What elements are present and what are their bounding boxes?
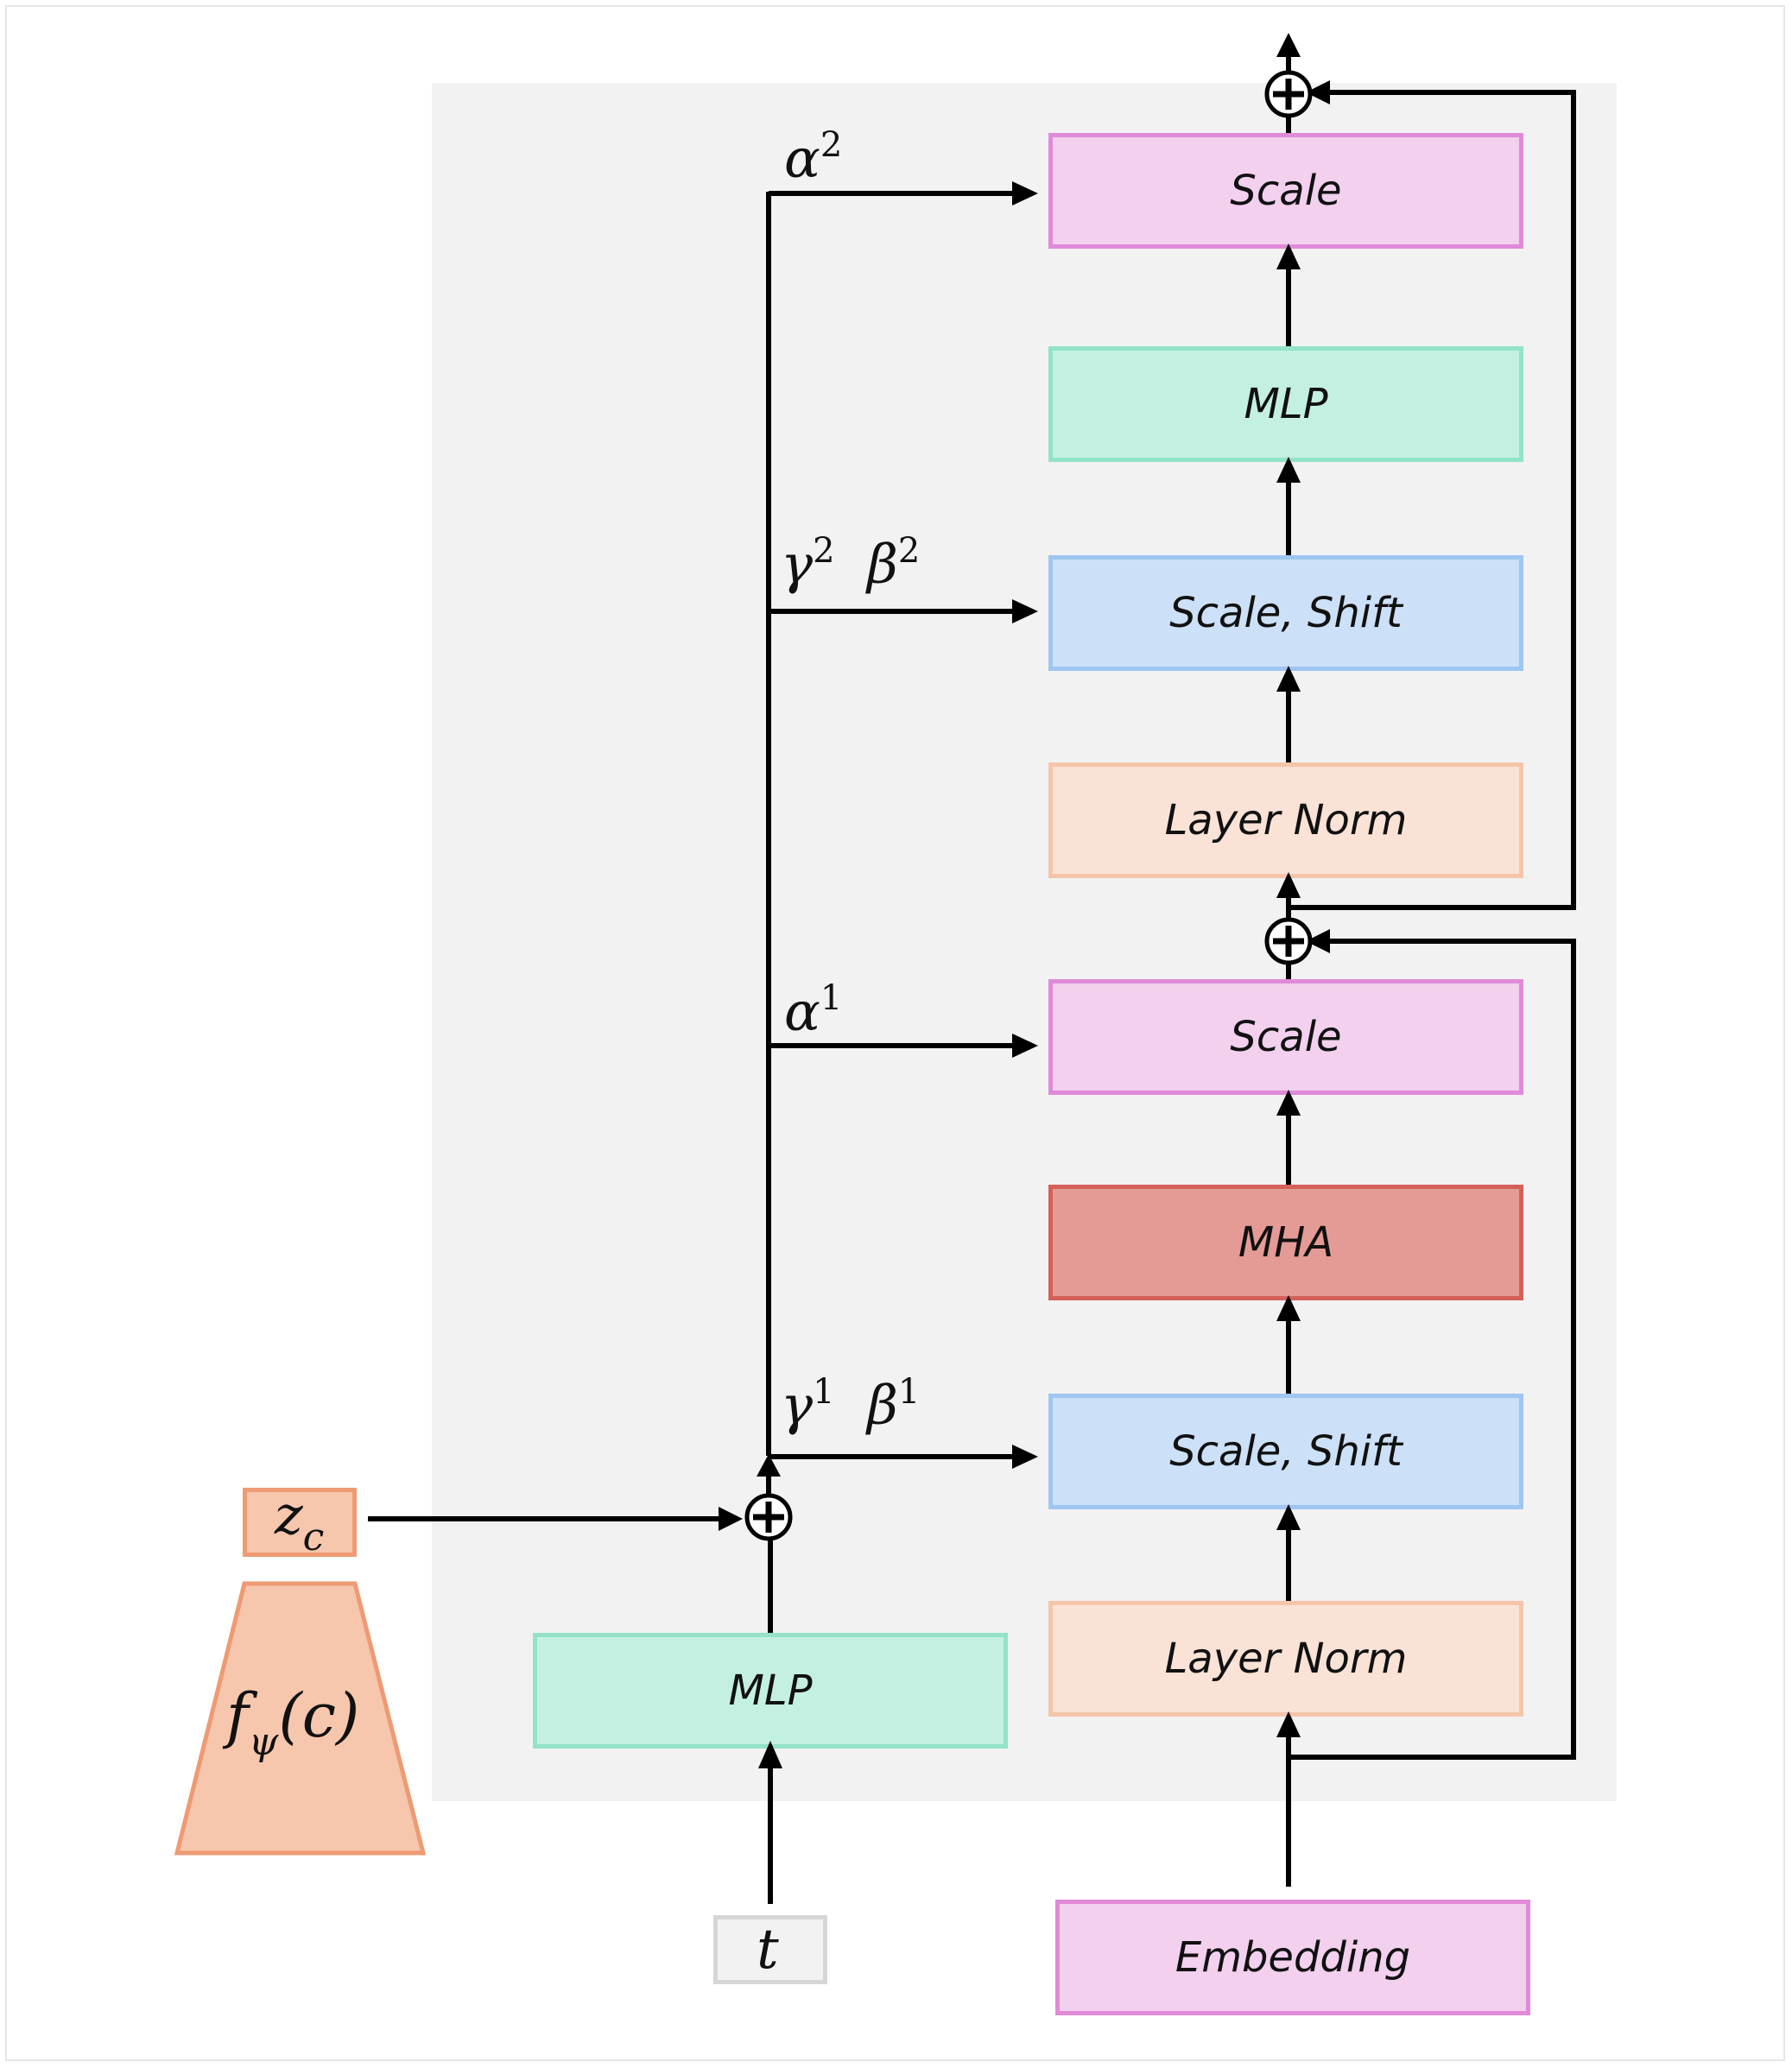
residual-path-2 [1289, 90, 1576, 910]
layer-norm-block-bottom: Layer Norm [1048, 1601, 1523, 1717]
zc-box [243, 1488, 357, 1557]
time-label: t [757, 1918, 779, 1982]
sum-node-residual-2 [1264, 70, 1313, 118]
beta1-label: β1 [867, 1372, 921, 1437]
alpha2-label: α2 [784, 125, 843, 190]
mha-block: MHA [1048, 1185, 1523, 1300]
encoder-trapezoid [174, 1581, 427, 1856]
sum-node-conditioning [744, 1493, 793, 1541]
diagram-frame [5, 5, 1785, 2061]
scale-block-top: Scale [1048, 133, 1523, 249]
sum-node-residual-1 [1264, 917, 1313, 965]
gamma1-label: γ1 [781, 1372, 835, 1437]
scale-block-mid: Scale [1048, 979, 1523, 1095]
beta2-label: β2 [867, 531, 921, 596]
encoder-label: fψ(c) [226, 1680, 360, 1764]
zc-label: zc [275, 1483, 325, 1560]
alpha1-label: α1 [784, 978, 843, 1043]
scale-shift-block-top: Scale, Shift [1048, 555, 1523, 671]
time-input-box [713, 1915, 827, 1984]
mlp-block: MLP [1048, 346, 1523, 462]
gamma2-label: γ2 [781, 531, 835, 596]
residual-path-1 [1289, 939, 1576, 1760]
layer-norm-block-top: Layer Norm [1048, 762, 1523, 878]
time-mlp-block: MLP [533, 1633, 1008, 1749]
scale-shift-block-bottom: Scale, Shift [1048, 1394, 1523, 1509]
embedding-block: Embedding [1055, 1900, 1530, 2015]
